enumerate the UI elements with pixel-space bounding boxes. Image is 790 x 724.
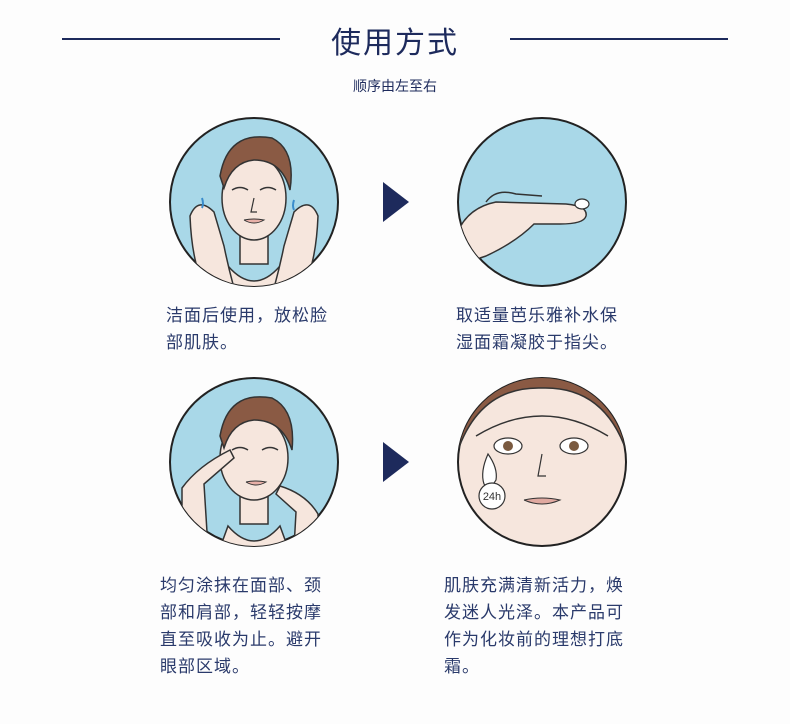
24h-badge: 24h [483, 491, 501, 503]
header-line-left [62, 38, 280, 40]
step-4-caption: 肌肤充满清新活力，焕 发迷人光泽。本产品可 作为化妆前的理想打底 霜。 [444, 576, 624, 677]
page-subtitle: 顺序由左至右 [353, 79, 437, 95]
step-1-illustration [169, 117, 339, 287]
step-3-illustration [169, 377, 339, 547]
step-2-caption: 取适量芭乐雅补水保 湿面霜凝胶于指尖。 [456, 306, 618, 353]
next-step-arrow-2 [383, 442, 409, 482]
step-1-caption: 洁面后使用，放松脸 部肌肤。 [166, 306, 328, 353]
step-3-caption: 均匀涂抹在面部、颈 部和肩部，轻轻按摩 直至吸收为止。避开 眼部区域。 [160, 576, 322, 677]
step-4-illustration: 24h [457, 377, 627, 547]
step-2-illustration [457, 117, 627, 287]
page-title: 使用方式 [331, 26, 459, 61]
header-line-right [510, 38, 728, 40]
next-step-arrow-1 [383, 182, 409, 222]
